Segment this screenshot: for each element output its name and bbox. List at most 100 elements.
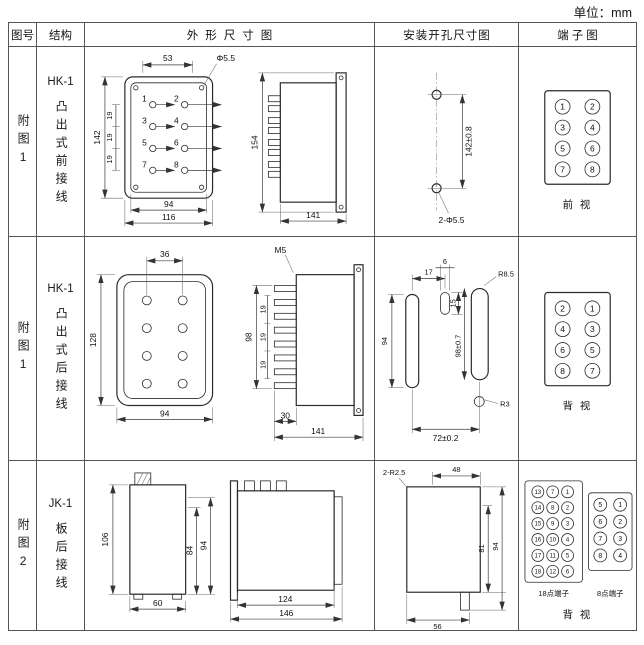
dim-label-72tol: 72±0.2	[433, 433, 459, 443]
front-view-terminal-screws	[149, 101, 222, 174]
dim-label-98tol: 98±0.7	[453, 335, 462, 358]
terminal-number: 4	[560, 324, 565, 334]
mounting-drawing-row2: 17 6 15 94 98±0.7 R8.5 R3	[380, 257, 514, 443]
terminal-number: 7	[560, 164, 565, 174]
col-header-terminal: 端子图	[519, 23, 637, 47]
dim-label-146: 146	[279, 608, 293, 618]
mounting-slots	[405, 287, 489, 407]
dim-label-84: 84	[185, 545, 195, 555]
dim-label-53: 53	[163, 53, 173, 63]
front-view-dimensions: 106 60 84 94	[100, 484, 215, 613]
terminal-number: 18	[535, 569, 542, 575]
dim-label-154: 154	[249, 135, 259, 149]
dim-label-15: 15	[448, 299, 457, 307]
terminal-number: 6	[566, 569, 570, 575]
outline-cell-row2: 36 128 94 M5	[85, 237, 375, 461]
terminal-number: 3	[560, 123, 565, 133]
mounting-cell-row1: 142±0.8 2-Φ5.5	[375, 47, 519, 237]
model-label: HK-1	[47, 75, 74, 88]
front-view-terminal-numbers: 1 2 3 4 5 6 7 8	[142, 94, 179, 170]
outline-drawing-row3: 106 60 84 94	[100, 472, 343, 623]
dim-label-19c: 19	[258, 361, 267, 369]
mounting-cell-row3: 2-R2.5 48 81 94 56	[375, 461, 519, 631]
terminal-number: 8	[174, 159, 179, 169]
dim-label-30: 30	[281, 410, 291, 420]
mounting-drawing-row1: 142±0.8 2-Φ5.5	[427, 72, 473, 225]
dim-label-124: 124	[278, 594, 292, 604]
dim-label-19c: 19	[105, 155, 114, 163]
col-header-outline: 外形尺寸图	[85, 23, 375, 47]
terminal-block-outline	[544, 291, 611, 387]
dim-label-94: 94	[160, 408, 170, 418]
terminal-number: 1	[618, 502, 622, 509]
dim-label-106: 106	[100, 532, 110, 546]
dim-label-81: 81	[477, 544, 486, 552]
dim-label-19a: 19	[258, 305, 267, 313]
dim-label-19b: 19	[258, 333, 267, 341]
terminal-number: 6	[174, 137, 179, 147]
side-view: M5 98 19 19 19	[243, 245, 364, 442]
terminal-number: 3	[590, 324, 595, 334]
dim-label-m5: M5	[274, 245, 286, 255]
dim-label-60: 60	[153, 598, 163, 608]
terminal-number: 10	[549, 538, 556, 544]
terminal-number: 7	[142, 159, 147, 169]
terminal-diagram-row3: 13 7 1 14 8 2 15 9 3 16 10 4 17 11 5 18	[524, 480, 633, 621]
dim-label-2holes: 2-Φ5.5	[439, 215, 465, 225]
terminal-number: 2	[174, 94, 179, 104]
terminal-block-outline	[544, 90, 611, 185]
terminal-cell-row2: 2 1 4 3 6 5 8 7 背 视	[519, 237, 637, 461]
terminal-number: 8	[590, 164, 595, 174]
mounting-drawing-row3: 2-R2.5 48 81 94 56	[383, 465, 507, 630]
dim-label-19b: 19	[105, 133, 114, 141]
fig-no-label: 附图2	[16, 517, 31, 574]
dim-label-141: 141	[306, 210, 320, 220]
terminal-number: 4	[566, 538, 570, 544]
terminal-number: 1	[566, 490, 570, 496]
mounting-holes	[427, 72, 446, 211]
front-view-body	[116, 274, 214, 407]
dim-label-36: 36	[160, 249, 170, 259]
model-label: HK-1	[47, 282, 74, 295]
dim-label-94: 94	[199, 541, 209, 551]
structure-cell-row3: JK-1 板后接线	[37, 461, 85, 631]
front-view-body	[124, 76, 214, 199]
terminal-block-18-label: 18点端子	[538, 588, 569, 598]
view-label: 背 视	[563, 399, 593, 412]
terminal-number: 5	[566, 553, 570, 559]
dim-label-19a: 19	[105, 111, 114, 119]
terminal-number: 6	[598, 519, 602, 526]
side-view: 124 146	[229, 480, 343, 623]
terminal-number: 7	[598, 536, 602, 543]
dim-label-hole: Φ5.5	[217, 53, 236, 63]
terminal-block-8-label: 8点端子	[597, 588, 624, 598]
terminal-number: 7	[551, 490, 554, 496]
fig-no-label: 附图1	[16, 113, 31, 170]
terminal-number: 2	[618, 519, 622, 526]
terminal-number: 8	[560, 366, 565, 376]
view-label: 背 视	[563, 608, 593, 621]
terminal-diagram-row1: 1 2 3 4 5 6 7 8 前 视	[544, 90, 611, 211]
structure-label: 凸出式后接线	[54, 306, 69, 415]
unit-label: 单位：mm	[573, 6, 632, 20]
terminal-number: 14	[535, 506, 542, 512]
dim-label-6: 6	[443, 257, 447, 266]
dim-label-98: 98	[243, 332, 253, 342]
mounting-cell-row2: 17 6 15 94 98±0.7 R8.5 R3	[375, 237, 519, 461]
fig-no-cell-row2: 附图1	[9, 237, 37, 461]
terminal-number: 1	[560, 102, 565, 112]
terminal-number: 13	[535, 490, 542, 496]
dim-label-r85: R8.5	[498, 270, 514, 279]
dim-label-128: 128	[88, 333, 98, 347]
terminal-number: 12	[549, 569, 556, 575]
terminal-number: 5	[590, 345, 595, 355]
dim-label-17: 17	[424, 268, 432, 277]
terminal-number: 9	[551, 522, 555, 528]
dim-label-141: 141	[311, 426, 325, 436]
terminal-number: 2	[590, 102, 595, 112]
outline-cell-row3: 106 60 84 94	[85, 461, 375, 631]
outline-drawing-row2: 36 128 94 M5	[88, 245, 364, 442]
terminal-number: 2	[560, 303, 565, 313]
dim-label-142: 142	[92, 130, 102, 144]
view-label: 前 视	[563, 198, 593, 211]
